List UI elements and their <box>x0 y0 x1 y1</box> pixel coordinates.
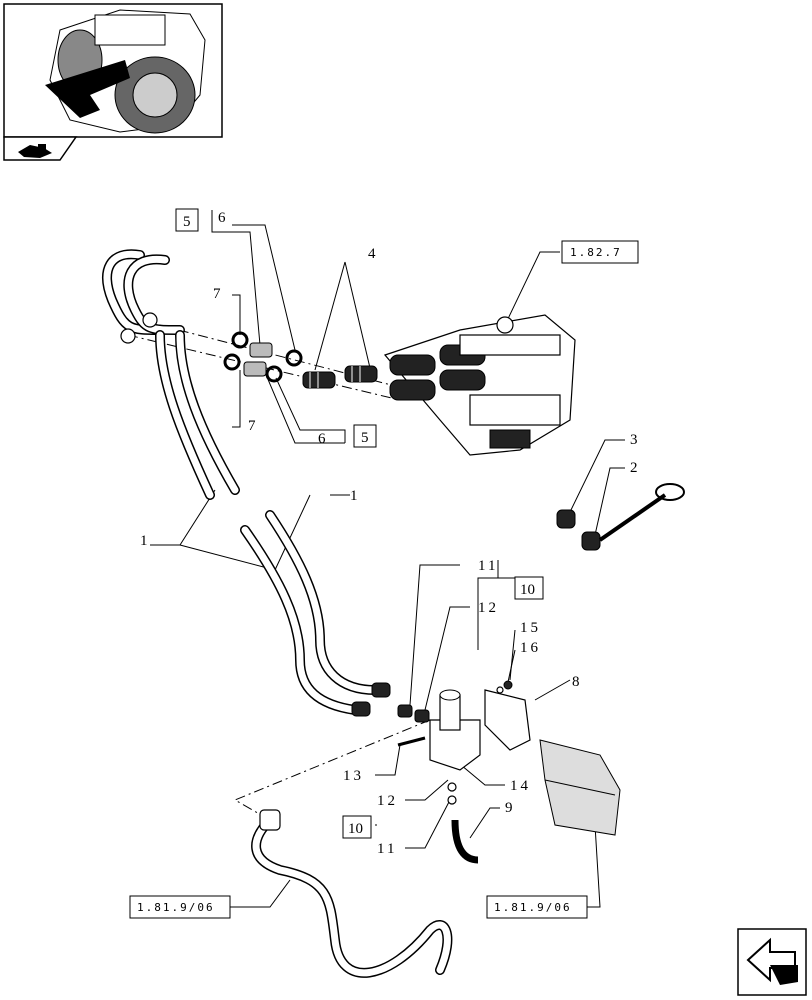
callout-12a: 12 <box>478 600 499 616</box>
ref-label-1-81-9-06-left: 1.81.9/06 <box>137 901 215 914</box>
o-ring-7b <box>223 353 241 371</box>
callout-16: 16 <box>520 640 541 656</box>
boxed-5a: 5 <box>183 214 191 230</box>
callout-11a: 11 <box>478 558 498 574</box>
callout-9: 9 <box>505 800 516 816</box>
callout-7a: 7 <box>213 286 224 302</box>
bottom-pipe <box>251 809 453 978</box>
callout-13: 13 <box>343 768 364 784</box>
ref-label-1-81-9-06-right: 1.81.9/06 <box>494 901 572 914</box>
callout-15: 15 <box>520 620 541 636</box>
upper-hoses <box>102 249 240 500</box>
boxed-10b: 10 <box>348 821 363 837</box>
callout-labels: 6 7 4 7 6 1 1 3 2 11 12 15 16 8 13 14 12… <box>140 210 641 857</box>
next-page-arrow-icon <box>746 937 798 985</box>
coupler-valve <box>397 680 531 864</box>
kit-icon <box>18 144 52 158</box>
callout-12b: 12 <box>377 793 398 809</box>
ref-label-1-82-7: 1.82.7 <box>570 246 622 259</box>
callout-6b: 6 <box>318 431 329 447</box>
fittings-row <box>223 331 378 389</box>
boxed-5b: 5 <box>361 430 369 446</box>
boxed-callouts: 5 5 10 10 <box>175 208 544 839</box>
tractor-location-icon <box>45 9 206 134</box>
callout-1b: 1 <box>140 533 151 549</box>
decal-plate <box>539 739 621 836</box>
control-valve-block <box>383 314 576 456</box>
callout-7b: 7 <box>248 418 259 434</box>
boxed-10a: 10 <box>520 582 535 598</box>
ref-1-81-9-06-right[interactable]: 1.81.9/06 <box>486 895 588 919</box>
tractor-thumbnail[interactable] <box>3 3 223 138</box>
callout-8: 8 <box>572 674 583 690</box>
callout-3: 3 <box>630 432 641 448</box>
callout-6a: 6 <box>218 210 229 226</box>
callout-14: 14 <box>510 778 531 794</box>
lower-hoses <box>240 510 391 717</box>
callout-1a: 1 <box>350 488 361 504</box>
callout-11b: 11 <box>377 841 397 857</box>
callout-4: 4 <box>368 246 379 262</box>
kit-tab[interactable] <box>3 136 78 161</box>
next-page-button[interactable] <box>737 928 807 996</box>
ref-1-82-7[interactable]: 1.82.7 <box>561 240 639 264</box>
o-ring-7a <box>231 331 249 349</box>
alignment-lines <box>127 319 431 821</box>
ref-1-81-9-06-left[interactable]: 1.81.9/06 <box>129 895 231 919</box>
callout-2: 2 <box>630 460 641 476</box>
plug-and-strap <box>556 483 685 551</box>
